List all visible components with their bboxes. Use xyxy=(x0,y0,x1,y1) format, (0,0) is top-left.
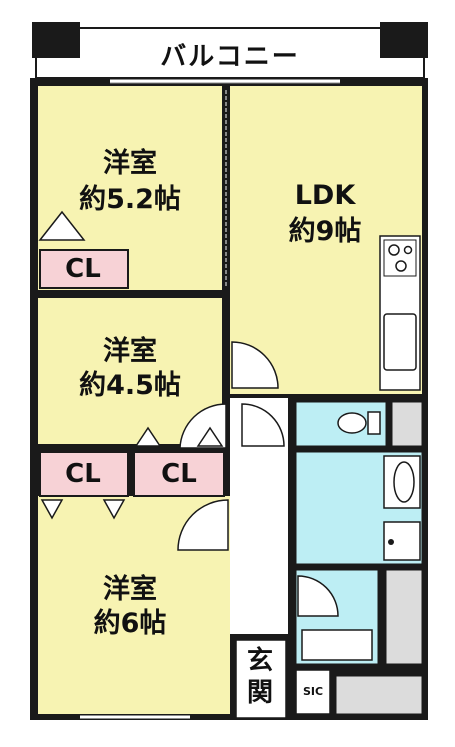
closet-top xyxy=(39,249,129,289)
closet-middle-left-label: CL xyxy=(65,459,101,489)
balcony-area xyxy=(35,27,425,79)
bedroom-middle-size: 約4.5帖 xyxy=(79,370,181,401)
closet-middle-right xyxy=(133,451,225,497)
drain-icon xyxy=(388,539,394,545)
closet-middle-right-label: CL xyxy=(161,459,197,489)
bedroom-bottom-size: 約6帖 xyxy=(93,608,167,639)
closet-door-bottom-2 xyxy=(102,499,126,520)
ldk-name: LDK xyxy=(294,180,356,211)
door-swing-ldk xyxy=(231,341,279,389)
toilet-icon xyxy=(337,412,367,434)
sink-icon xyxy=(383,313,417,371)
door-swing-bath xyxy=(297,575,339,617)
bedroom-middle-name: 洋室 xyxy=(103,336,157,367)
storage-entrance xyxy=(335,675,423,715)
bedroom-top-name: 洋室 xyxy=(103,148,157,179)
door-swing-toilet xyxy=(241,403,285,447)
entrance-label-2: 関 xyxy=(246,678,273,708)
closet-door-top xyxy=(38,210,86,241)
bedroom-top-size: 約5.2帖 xyxy=(79,184,181,215)
storage-lower xyxy=(385,569,423,665)
ldk-size: 約9帖 xyxy=(288,216,362,247)
stove-icon xyxy=(383,239,417,277)
closet-middle-left xyxy=(39,451,129,497)
balcony-right-pillar xyxy=(380,22,428,58)
storage-upper xyxy=(391,401,423,447)
balcony-left-pillar xyxy=(32,22,80,58)
bedroom-bottom-name: 洋室 xyxy=(103,574,157,605)
closet-top-label: CL xyxy=(65,254,101,284)
door-swing-bedroom-bottom xyxy=(177,499,229,551)
balcony-label: バルコニー xyxy=(160,42,300,72)
sic-label: SIC xyxy=(302,685,324,698)
bathtub-icon xyxy=(301,629,373,661)
burner-icon xyxy=(395,260,407,272)
closet-door-bottom-1 xyxy=(40,499,64,520)
toilet-tank-icon xyxy=(367,411,381,435)
basin-bowl-icon xyxy=(393,461,415,503)
burner-icon xyxy=(403,245,413,255)
entrance-label-1: 玄 xyxy=(246,646,273,676)
entrance-area xyxy=(235,639,287,719)
closet-door-mid-2 xyxy=(196,426,224,447)
sic-area xyxy=(295,669,331,715)
burner-icon xyxy=(388,244,400,256)
closet-door-mid-1 xyxy=(134,426,162,447)
